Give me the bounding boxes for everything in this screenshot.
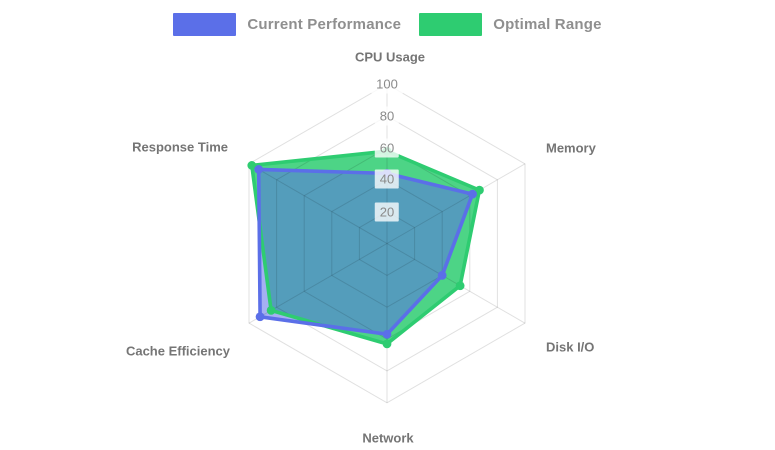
legend-swatch-optimal-range [419,12,483,36]
axis-label-cpu-usage: CPU Usage [354,49,426,65]
legend-label-current-performance: Current Performance [247,15,402,33]
chart-legend: Current Performance Optimal Range [0,10,775,38]
tick-label-40: 40 [374,169,400,189]
tick-label-60: 60 [374,138,400,158]
tick-label-80: 80 [374,106,400,126]
axis-label-response-time: Response Time [132,139,228,155]
tick-label-100: 100 [371,74,403,94]
legend-item-optimal-range[interactable]: Optimal Range [419,12,602,36]
axis-label-memory: Memory [546,140,596,156]
tick-label-20: 20 [374,202,400,222]
axis-label-cache-efficiency: Cache Efficiency [125,343,230,359]
legend-item-current-performance[interactable]: Current Performance [173,12,402,36]
legend-label-optimal-range: Optimal Range [493,15,602,33]
axis-label-network: Network [362,430,414,446]
legend-swatch-current-performance [173,12,237,36]
axis-label-disk-io: Disk I/O [546,339,595,355]
